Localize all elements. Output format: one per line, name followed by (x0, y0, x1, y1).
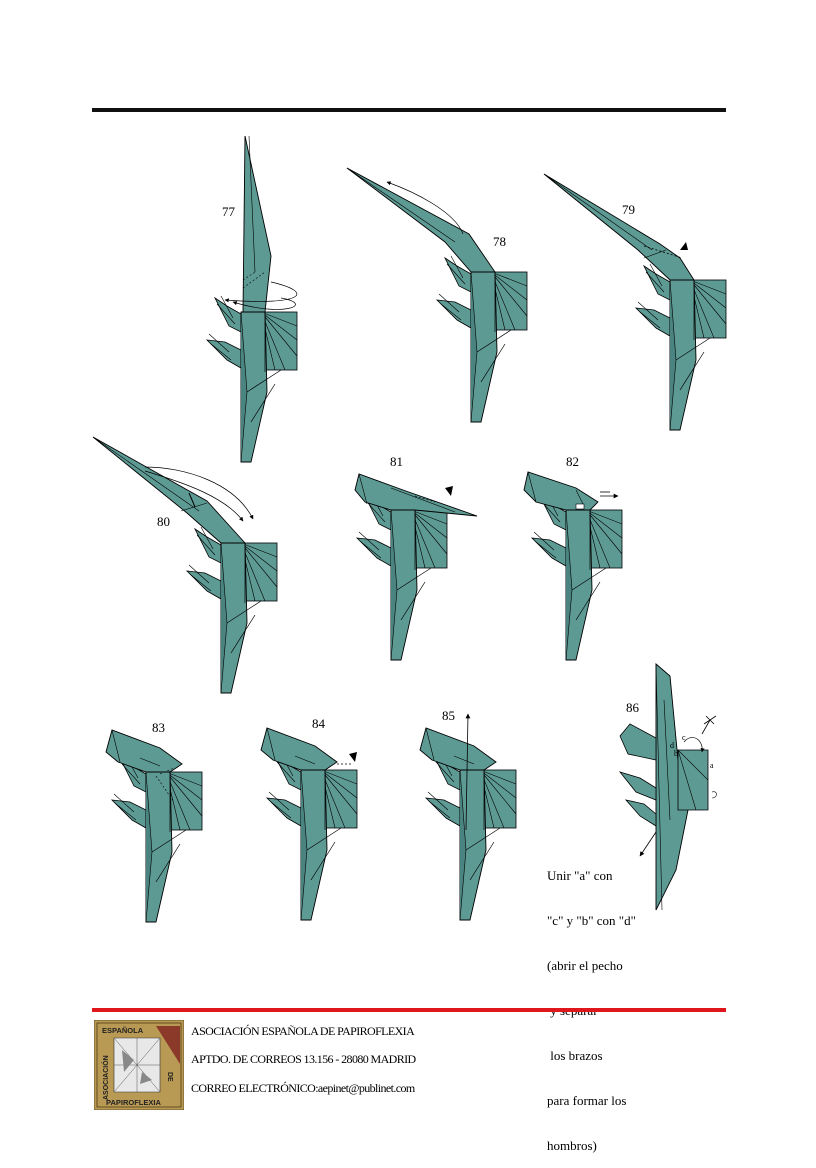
diagram-step-84 (260, 727, 358, 921)
step-number-80: 80 (157, 514, 170, 529)
step-number-77: 77 (222, 204, 236, 219)
diagram-step-78 (346, 167, 528, 423)
instruction-line: los brazos (547, 1048, 603, 1063)
step-number-78: 78 (493, 234, 506, 249)
diagram-step-80 (92, 436, 278, 694)
fold-letter-b: b (674, 749, 678, 758)
logo-text-top: ESPAÑOLA (102, 1026, 144, 1035)
footer-organization: ASOCIACIÓN ESPAÑOLA DE PAPIROFLEXIA (191, 1024, 415, 1038)
bottom-rule (92, 1008, 726, 1012)
step-number-83: 83 (152, 720, 165, 735)
step-number-82: 82 (566, 454, 579, 469)
diagram-step-77 (206, 135, 298, 463)
diagram-step-81 (354, 473, 478, 661)
footer-email: CORREO ELECTRÓNICO:aepinet@publinet.com (191, 1081, 415, 1095)
diagram-step-85 (419, 713, 517, 921)
association-logo: ESPAÑOLA ASOCIACIÓN DE PAPIROFLEXIA (94, 1020, 184, 1110)
instruction-line: hombros) (547, 1138, 597, 1153)
top-rule (92, 108, 726, 112)
origami-diagrams: 77 78 79 80 81 (92, 135, 727, 923)
logo-text-right: DE (166, 1072, 173, 1082)
fold-letter-a: a (710, 761, 714, 770)
instruction-line: para formar los (547, 1093, 627, 1108)
step-86-instruction: Unir "a" con "c" y "b" con "d" (abrir el… (547, 838, 636, 1168)
step-number-85: 85 (442, 708, 455, 723)
fold-letter-d: d (670, 741, 674, 750)
diagram-step-79 (543, 173, 727, 431)
step-number-86: 86 (626, 700, 640, 715)
step-number-84: 84 (312, 716, 326, 731)
instruction-line: (abrir el pecho (547, 958, 623, 973)
logo-text-bottom: PAPIROFLEXIA (106, 1098, 161, 1107)
logo-text-left: ASOCIACIÓN (101, 1055, 110, 1100)
diagram-step-83 (105, 729, 203, 923)
footer-address: APTDO. DE CORREOS 13.156 - 28080 MADRID (191, 1052, 416, 1066)
instruction-line: "c" y "b" con "d" (547, 913, 636, 928)
step-number-81: 81 (390, 454, 403, 469)
fold-letter-c: c (682, 733, 686, 742)
step-number-79: 79 (622, 202, 635, 217)
instruction-line: Unir "a" con (547, 868, 613, 883)
diagram-step-86: a b c d (618, 663, 717, 911)
diagram-step-82 (523, 471, 623, 661)
